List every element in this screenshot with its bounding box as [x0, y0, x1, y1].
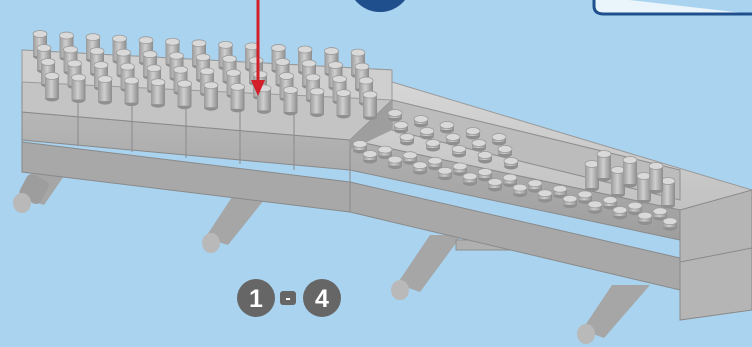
stud: [125, 77, 139, 106]
stud: [178, 80, 192, 109]
stud: [452, 146, 466, 158]
stud: [284, 86, 298, 115]
stud: [472, 140, 486, 152]
stud: [151, 79, 165, 108]
stud: [488, 179, 502, 192]
stud: [98, 76, 112, 105]
stud: [585, 161, 599, 192]
stud: [637, 173, 651, 204]
stud: [661, 178, 675, 209]
step-range-label: 1 - 4: [237, 279, 341, 317]
stud: [420, 128, 434, 140]
stud: [492, 134, 506, 146]
stud: [538, 190, 552, 203]
stud: [426, 140, 440, 152]
stud: [649, 163, 663, 194]
step-start-number: 1: [249, 285, 263, 313]
stud: [337, 90, 351, 119]
stud: [388, 110, 402, 122]
stud: [504, 158, 518, 170]
stud: [463, 173, 477, 186]
stud: [400, 134, 414, 146]
stud: [363, 91, 377, 120]
stud: [611, 167, 625, 198]
step-end-number: 4: [315, 285, 329, 313]
stud: [613, 207, 627, 220]
stud: [638, 212, 652, 225]
stud: [466, 128, 480, 140]
stud: [663, 218, 677, 231]
step-number-circle: [348, 0, 412, 12]
stud: [563, 195, 577, 208]
stud: [478, 152, 492, 164]
leg-pin: [577, 285, 650, 344]
stud: [623, 157, 637, 188]
stud: [597, 151, 611, 182]
stud: [363, 151, 377, 164]
step-range-dash: -: [285, 290, 290, 307]
stud: [231, 83, 245, 112]
stud: [72, 74, 86, 103]
stud: [440, 122, 454, 134]
stud: [588, 201, 602, 214]
stud: [438, 167, 452, 180]
stud: [446, 134, 460, 146]
leg-pin: [391, 235, 462, 300]
stud: [413, 162, 427, 175]
stud: [204, 82, 218, 111]
stud: [394, 122, 408, 134]
stud: [498, 146, 512, 158]
stud: [388, 156, 402, 169]
stud: [414, 116, 428, 128]
stud: [45, 73, 59, 102]
parts-panel-frame: [594, 0, 752, 14]
stud: [310, 88, 324, 117]
stud: [513, 184, 527, 197]
